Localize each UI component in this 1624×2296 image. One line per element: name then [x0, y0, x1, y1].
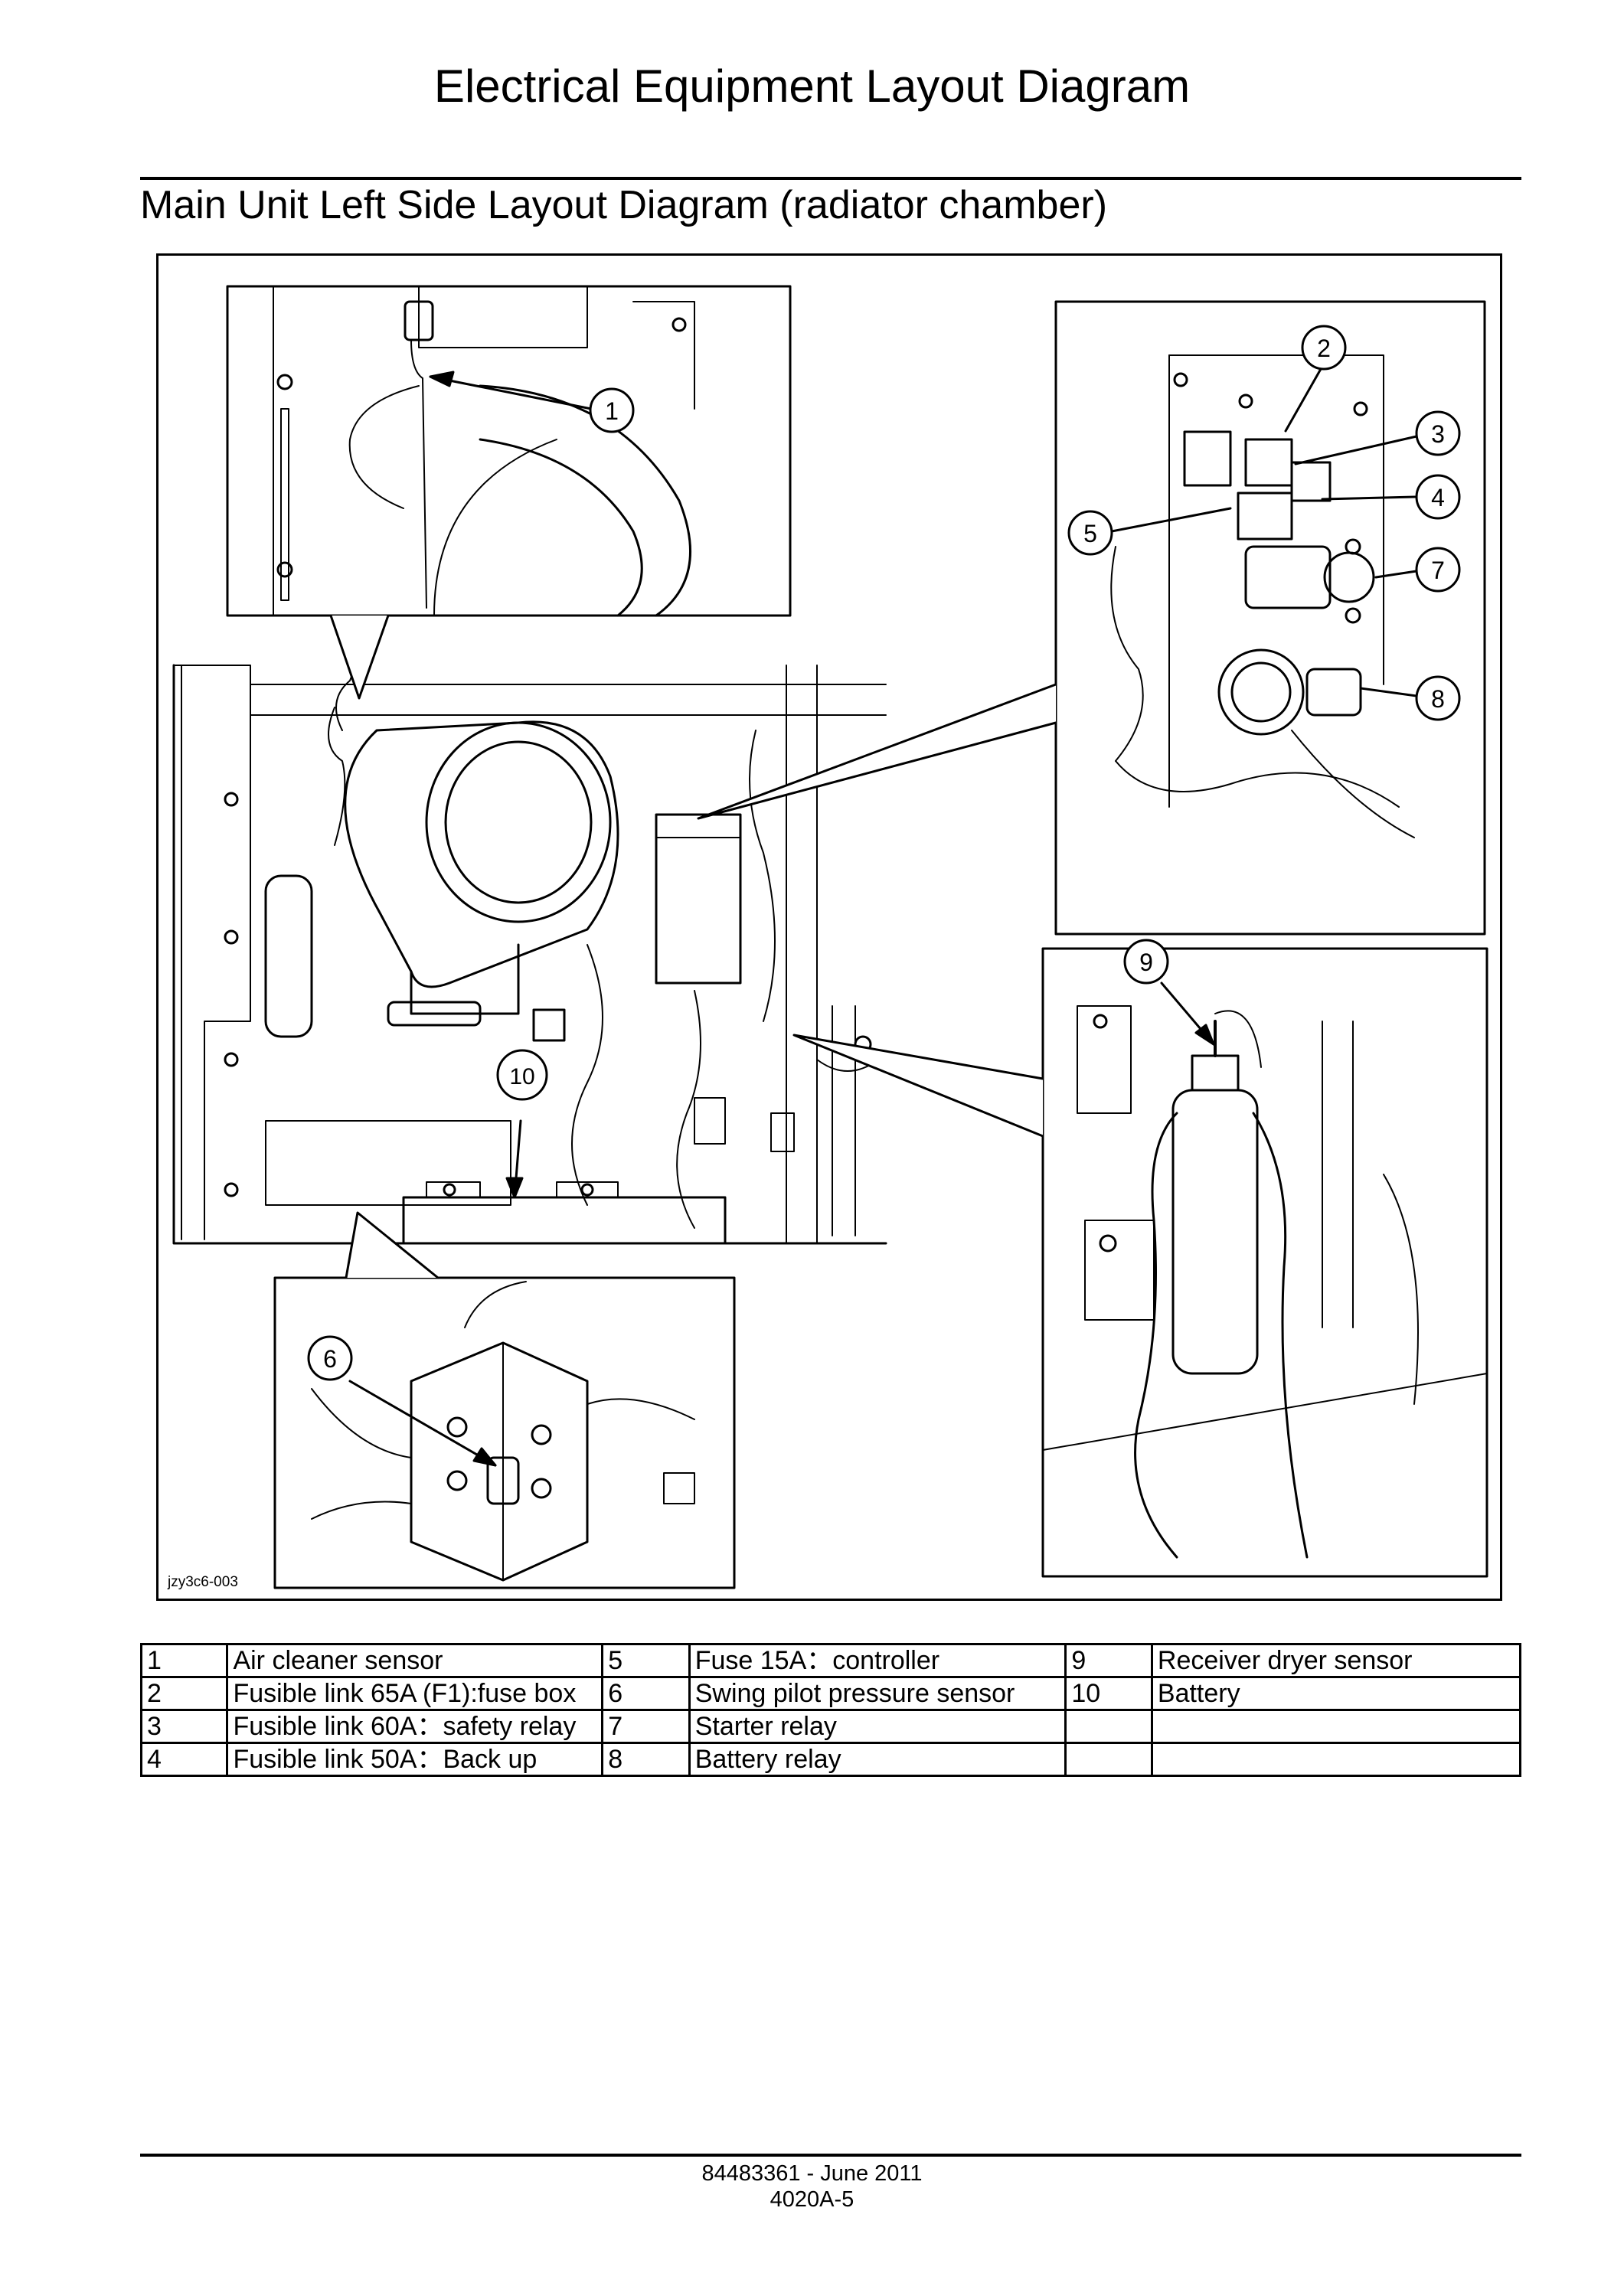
svg-text:5: 5 — [1083, 520, 1097, 547]
legend-desc: Fusible link 65A (F1):fuse box — [226, 1676, 604, 1711]
callout-10: 10 — [496, 1049, 548, 1101]
svg-text:1: 1 — [605, 397, 619, 425]
table-row: 4 Fusible link 50A：Back up 8 Battery rel… — [139, 1742, 1522, 1777]
section-subtitle: Main Unit Left Side Layout Diagram (radi… — [140, 183, 1108, 227]
legend-table: 1 Air cleaner sensor 5 Fuse 15A：controll… — [139, 1643, 1522, 1777]
footer-rule — [140, 2154, 1521, 2157]
legend-desc: Battery — [1150, 1676, 1522, 1711]
legend-desc — [1150, 1742, 1522, 1777]
page-title: Electrical Equipment Layout Diagram — [433, 60, 1191, 112]
callout-8: 8 — [1415, 675, 1461, 721]
header-rule — [140, 177, 1521, 180]
svg-text:7: 7 — [1431, 557, 1445, 584]
svg-text:9: 9 — [1139, 949, 1153, 976]
legend-desc: Air cleaner sensor — [226, 1643, 604, 1678]
callout-6: 6 — [307, 1335, 353, 1381]
footer-doc-ref: 84483361 - June 2011 — [701, 2161, 923, 2186]
legend-num: 4 — [139, 1742, 229, 1777]
legend-num: 1 — [139, 1643, 229, 1678]
inset-swing-pressure-sensor — [273, 1276, 736, 1589]
layout-drawing: 1 2 3 4 5 7 8 9 — [172, 285, 1488, 1589]
callout-5: 5 — [1067, 510, 1113, 556]
figure-code: jzy3c6-003 — [168, 1574, 238, 1590]
table-row: 1 Air cleaner sensor 5 Fuse 15A：controll… — [139, 1643, 1522, 1678]
svg-text:2: 2 — [1317, 335, 1331, 362]
legend-num: 2 — [139, 1676, 229, 1711]
legend-num: 5 — [601, 1643, 691, 1678]
table-row: 3 Fusible link 60A：safety relay 7 Starte… — [139, 1709, 1522, 1744]
legend-num — [1064, 1709, 1153, 1744]
legend-num — [1064, 1742, 1153, 1777]
svg-text:8: 8 — [1431, 685, 1445, 713]
callout-2: 2 — [1301, 325, 1347, 371]
legend-desc: Battery relay — [688, 1742, 1067, 1777]
callout-7: 7 — [1415, 547, 1461, 593]
legend-num: 9 — [1064, 1643, 1153, 1678]
inset-fuse-box — [1054, 300, 1486, 936]
svg-text:6: 6 — [323, 1345, 337, 1373]
legend-desc: Fuse 15A：controller — [688, 1643, 1067, 1678]
legend-desc: Fusible link 50A：Back up — [226, 1742, 604, 1777]
legend-desc: Starter relay — [688, 1709, 1067, 1744]
legend-desc: Fusible link 60A：safety relay — [226, 1709, 604, 1744]
layout-figure: 1 2 3 4 5 7 8 9 — [156, 253, 1502, 1601]
legend-desc: Receiver dryer sensor — [1150, 1643, 1522, 1678]
main-machine-view — [172, 661, 887, 1245]
legend-num: 10 — [1064, 1676, 1153, 1711]
legend-num: 3 — [139, 1709, 229, 1744]
legend-num: 8 — [601, 1742, 691, 1777]
inset-air-cleaner-sensor — [226, 285, 792, 617]
inset-receiver-dryer — [1041, 947, 1488, 1578]
legend-desc: Swing pilot pressure sensor — [688, 1676, 1067, 1711]
callout-4: 4 — [1415, 474, 1461, 520]
callout-3: 3 — [1415, 410, 1461, 456]
legend-desc — [1150, 1709, 1522, 1744]
callout-1: 1 — [589, 387, 635, 433]
callout-9: 9 — [1123, 939, 1169, 985]
legend-num: 7 — [601, 1709, 691, 1744]
table-row: 2 Fusible link 65A (F1):fuse box 6 Swing… — [139, 1676, 1522, 1711]
svg-text:3: 3 — [1431, 420, 1445, 448]
svg-text:10: 10 — [509, 1064, 534, 1089]
legend-num: 6 — [601, 1676, 691, 1711]
svg-text:4: 4 — [1431, 484, 1445, 511]
footer-page-number: 4020A-5 — [770, 2187, 854, 2212]
